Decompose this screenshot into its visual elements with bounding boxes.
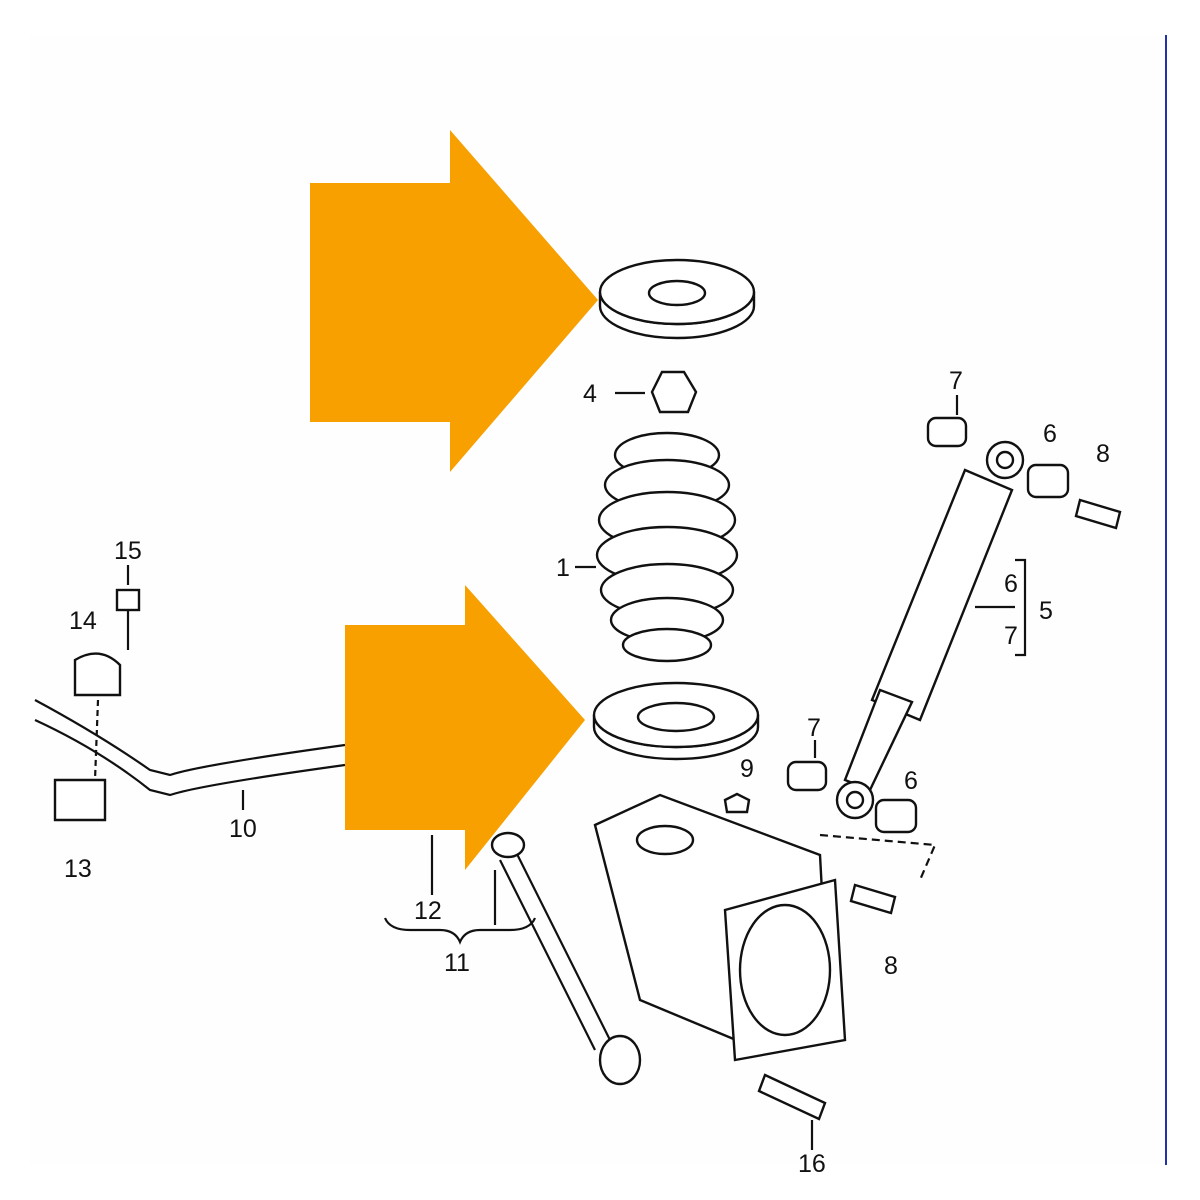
arrow-lower-pad bbox=[345, 585, 585, 870]
label-4: 4 bbox=[583, 380, 597, 408]
label-14: 14 bbox=[69, 607, 97, 635]
arrow-upper-pad bbox=[310, 130, 598, 472]
bump-stop bbox=[615, 370, 698, 414]
stabilizer-bar bbox=[34, 565, 346, 822]
axle-mount bbox=[593, 792, 937, 1150]
coupling-link bbox=[383, 831, 642, 1086]
lower-spring-pad bbox=[592, 681, 760, 761]
label-11: 11 bbox=[444, 949, 470, 977]
label-5: 5 bbox=[1039, 597, 1053, 625]
label-16: 16 bbox=[798, 1150, 826, 1178]
label-6-group: 6 bbox=[1004, 570, 1018, 598]
label-7-lower: 7 bbox=[807, 714, 821, 742]
coil-spring bbox=[575, 431, 739, 663]
label-10: 10 bbox=[229, 815, 257, 843]
label-15: 15 bbox=[114, 537, 142, 565]
label-13: 13 bbox=[64, 855, 92, 883]
label-6-lower: 6 bbox=[904, 767, 918, 795]
label-12: 12 bbox=[414, 897, 442, 925]
label-8-lower: 8 bbox=[884, 952, 898, 980]
label-9: 9 bbox=[740, 755, 754, 783]
label-1: 1 bbox=[556, 554, 570, 582]
label-6-upper: 6 bbox=[1043, 420, 1057, 448]
label-7-upper: 7 bbox=[949, 367, 963, 395]
upper-spring-pad bbox=[598, 258, 756, 340]
shock-absorber bbox=[786, 395, 1122, 915]
page-area bbox=[30, 35, 1165, 1165]
label-7-group: 7 bbox=[1004, 622, 1018, 650]
label-8-upper: 8 bbox=[1096, 440, 1110, 468]
